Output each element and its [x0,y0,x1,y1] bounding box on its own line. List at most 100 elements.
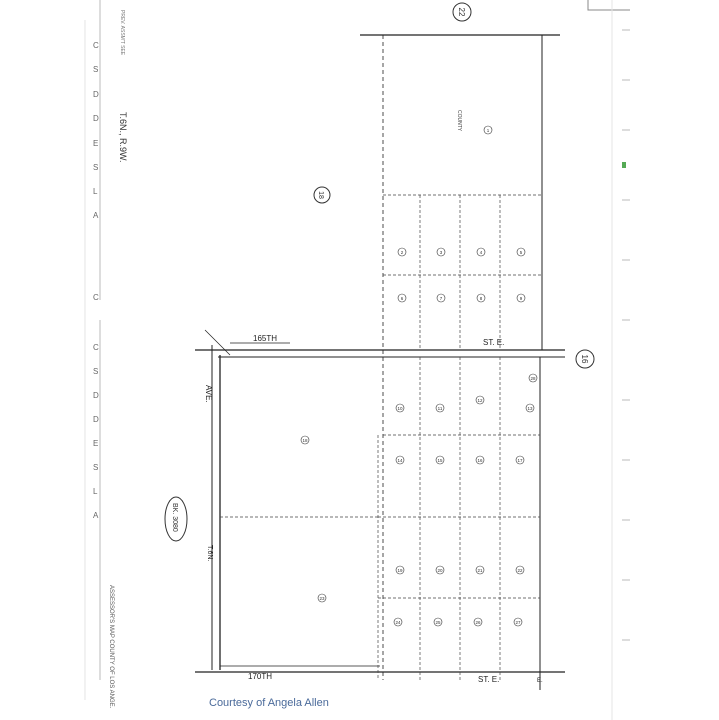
svg-text:24: 24 [395,620,401,625]
parcel-6: 6 [397,293,407,303]
parcel-11: 11 [435,403,445,413]
parcel-5: 5 [516,247,526,257]
svg-text:4: 4 [480,250,483,255]
svg-text:25: 25 [435,620,441,625]
street-e-tail: E. [537,678,543,684]
margin-letter: S [93,163,98,172]
edge-dashes [622,29,630,641]
margin-letter: A [93,511,99,520]
margin-letter: A [93,211,99,220]
margin-letter: E [93,439,98,448]
svg-text:2: 2 [401,250,404,255]
svg-text:17: 17 [517,458,523,463]
svg-text:15: 15 [437,458,443,463]
parcel-markers: 1 2 3 4 5 6 7 8 9 10 11 12 13 14 15 16 1… [300,125,538,627]
parcel-27: 27 [513,617,523,627]
parcel-12: 12 [475,395,485,405]
margin-letter: C [93,293,99,302]
parcel-15: 15 [435,455,445,465]
parcel-20: 20 [435,565,445,575]
margin-letter: S [93,367,98,376]
svg-text:BK. 3080: BK. 3080 [171,503,178,532]
parcel-10: 10 [395,403,405,413]
svg-text:8: 8 [480,296,483,301]
parcel-17: 17 [515,455,525,465]
margin-letter: L [93,487,98,496]
parcel-26: 26 [473,617,483,627]
svg-text:26: 26 [475,620,481,625]
parcel-2: 2 [397,247,407,257]
margin-letter: D [93,114,99,123]
section-22-bubble: 22 [452,2,472,22]
svg-text:20: 20 [437,568,443,573]
credit-caption: Courtesy of Angela Allen [209,697,329,709]
margin-letter: C [93,41,99,50]
parcel-8: 8 [476,293,486,303]
township-mid-label: T.6N. [206,545,213,561]
assessor-map-label: ASSESSOR'S MAP COUNTY OF LOS ANGE. [108,585,114,709]
svg-text:16: 16 [580,355,589,364]
section-16-bubble: 16 [575,349,595,369]
street-165th: 165TH [253,334,277,343]
parcel-13: 13 [525,403,535,413]
parcel-1: 1 [483,125,493,135]
section-18-bubble: 18 [313,186,331,204]
parcel-28: 28 [528,373,538,383]
parcel-18: 18 [300,435,310,445]
svg-text:1: 1 [487,128,490,133]
parcel-grid-upper [220,194,542,680]
svg-text:5: 5 [520,250,523,255]
svg-text:16: 16 [477,458,483,463]
left-margin-letters: C S D D E S L A C C S D D E S L A [93,41,99,520]
parcel-25: 25 [433,617,443,627]
svg-text:23: 23 [319,596,325,601]
svg-text:10: 10 [397,406,403,411]
parcel-14: 14 [395,455,405,465]
svg-text:22: 22 [457,8,466,17]
svg-text:7: 7 [440,296,443,301]
margin-letter: D [93,90,99,99]
prev-assmt-text: PREV. ASSM'T SEE [119,10,125,56]
parcel-9: 9 [516,293,526,303]
margin-letter: S [93,463,98,472]
svg-text:18: 18 [302,438,308,443]
svg-text:22: 22 [517,568,523,573]
svg-text:19: 19 [397,568,403,573]
margin-letter: L [93,187,98,196]
margin-letter: E [93,139,98,148]
parcel-24: 24 [393,617,403,627]
svg-text:13: 13 [527,406,533,411]
svg-text:3: 3 [440,250,443,255]
margin-letter: D [93,391,99,400]
parcel-22: 22 [515,565,525,575]
county-label: COUNTY [456,110,462,132]
svg-text:12: 12 [477,398,483,403]
svg-text:6: 6 [401,296,404,301]
parcel-7: 7 [436,293,446,303]
book-label-bubble: BK. 3080 [164,496,188,542]
street-st-e-upper: ST. E. [483,338,504,347]
street-170th: 170TH [248,672,272,681]
svg-text:21: 21 [477,568,483,573]
parcel-4: 4 [476,247,486,257]
township-range-label: T.6N., R.9W. [118,112,128,163]
svg-text:11: 11 [438,406,443,411]
parcel-21: 21 [475,565,485,575]
svg-text:28: 28 [530,376,536,381]
parcel-19: 19 [395,565,405,575]
tract-boundary [195,34,565,690]
avenue-label: AVE. [204,385,213,403]
svg-text:18: 18 [317,191,324,199]
margin-letter: C [93,343,99,352]
parcel-23: 23 [317,593,327,603]
green-mark [622,162,626,168]
svg-text:9: 9 [520,296,523,301]
parcel-3: 3 [436,247,446,257]
svg-text:27: 27 [515,620,521,625]
parcel-16: 16 [475,455,485,465]
margin-letter: S [93,65,98,74]
street-st-e-lower: ST. E. [478,675,499,684]
svg-text:14: 14 [397,458,403,463]
margin-letter: D [93,415,99,424]
